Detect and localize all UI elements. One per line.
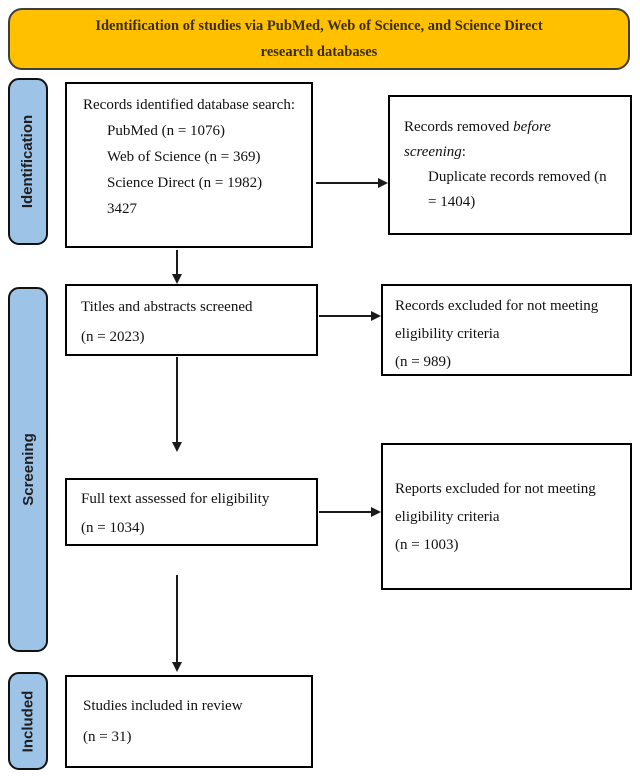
records-identified-item-wos: Web of Science (n = 369) (107, 149, 261, 165)
records-removed-intro-prefix: Records removed (404, 119, 514, 135)
stage-label-screening-text: Screening (19, 433, 37, 506)
records-removed-intro-italic: before screening (404, 119, 551, 160)
records-identified-item-pubmed: PubMed (n = 1076) (107, 123, 226, 139)
full-text-assessed-line1: Full text assessed for eligibility (81, 491, 270, 507)
records-excluded-count: (n = 989) (395, 354, 451, 370)
records-removed-detail: Duplicate records removed (n = 1404) (428, 169, 607, 210)
full-text-assessed-box: Full text assessed for eligibility (n = … (65, 478, 318, 546)
banner-title-line1: Identification of studies via PubMed, We… (95, 18, 543, 34)
records-excluded-text: Records excluded for not meeting eligibi… (395, 298, 599, 342)
reports-excluded-text: Reports excluded for not meeting eligibi… (395, 480, 596, 525)
titles-screened-count: (n = 2023) (81, 329, 145, 345)
arrow-screened-to-fulltext (172, 357, 182, 452)
studies-included-count: (n = 31) (83, 729, 132, 745)
banner: Identification of studies via PubMed, We… (8, 8, 630, 70)
records-identified-item-sciencedirect: Science Direct (n = 1982) (107, 175, 263, 191)
stage-label-identification: Identification (8, 78, 48, 245)
arrow-identified-to-removed (316, 178, 388, 188)
records-identified-box: Records identified database search: PubM… (65, 82, 313, 248)
titles-screened-box: Titles and abstracts screened (n = 2023) (65, 284, 318, 356)
studies-included-box: Studies included in review (n = 31) (65, 675, 313, 768)
full-text-assessed-count: (n = 1034) (81, 520, 145, 536)
stage-label-identification-text: Identification (19, 114, 37, 209)
reports-excluded-count: (n = 1003) (395, 536, 459, 553)
banner-title-line2: research databases (260, 44, 378, 60)
titles-screened-line1: Titles and abstracts screened (81, 299, 253, 315)
stage-label-screening: Screening (8, 287, 48, 652)
arrow-fulltext-to-reports-excluded (319, 507, 381, 517)
studies-included-line1: Studies included in review (83, 698, 243, 714)
records-removed-intro: Records removed before screening: (404, 115, 616, 165)
records-removed-box: Records removed before screening: Duplic… (388, 95, 632, 235)
records-excluded-box: Records excluded for not meeting eligibi… (381, 284, 632, 376)
stage-label-included: Included (8, 672, 48, 770)
arrow-fulltext-to-included (172, 575, 182, 672)
arrow-identified-to-screened (172, 250, 182, 284)
arrow-screened-to-excluded (319, 311, 381, 321)
records-identified-total: 3427 (107, 201, 137, 217)
records-removed-intro-suffix: : (461, 144, 466, 160)
reports-excluded-box: Reports excluded for not meeting eligibi… (381, 443, 632, 590)
records-identified-intro: Records identified database search: (83, 97, 295, 113)
stage-label-included-text: Included (19, 690, 37, 752)
